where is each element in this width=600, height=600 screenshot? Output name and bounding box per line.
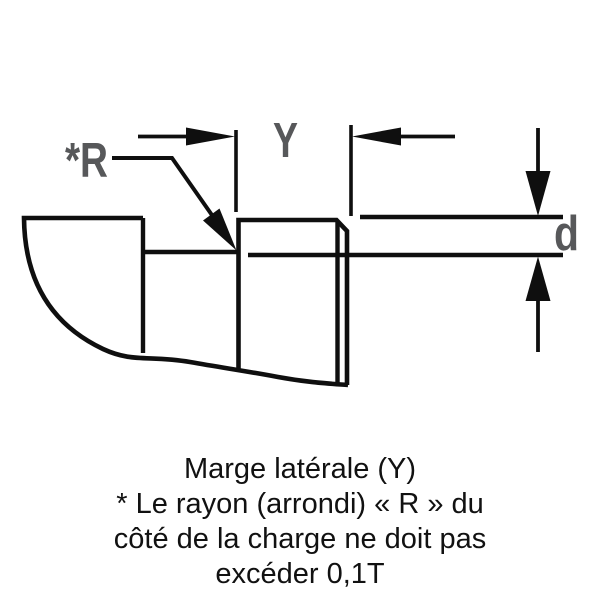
- caption-line-4: excéder 0,1T: [215, 558, 385, 590]
- thickness-arrow-top: [525, 128, 551, 216]
- left-body-outline: [21, 215, 349, 388]
- thickness-label: d: [554, 207, 579, 261]
- dimension-arrow-left: [138, 127, 235, 146]
- caption-line-3: côté de la charge ne doit pas: [113, 523, 487, 555]
- radius-leader-arrow: [112, 156, 237, 251]
- arrowhead-down-icon: [525, 171, 551, 216]
- arrowhead-up-icon: [525, 256, 551, 301]
- caption-line-2: * Le rayon (arrondi) « R » du: [116, 488, 484, 520]
- radius-label: *R: [65, 134, 108, 188]
- middle-block-outline: [236, 217, 350, 385]
- lateral-margin-label: Y: [273, 114, 298, 168]
- caption: Marge latérale (Y) * Le rayon (arrondi) …: [0, 452, 600, 592]
- arrowhead-right-icon: [186, 127, 235, 146]
- thickness-arrow-bottom: [525, 256, 551, 352]
- dimension-arrow-right: [352, 127, 455, 146]
- arrowhead-left-icon: [352, 127, 401, 146]
- caption-line-1: Marge latérale (Y): [183, 453, 417, 485]
- arrowhead-diagonal-icon: [203, 208, 237, 251]
